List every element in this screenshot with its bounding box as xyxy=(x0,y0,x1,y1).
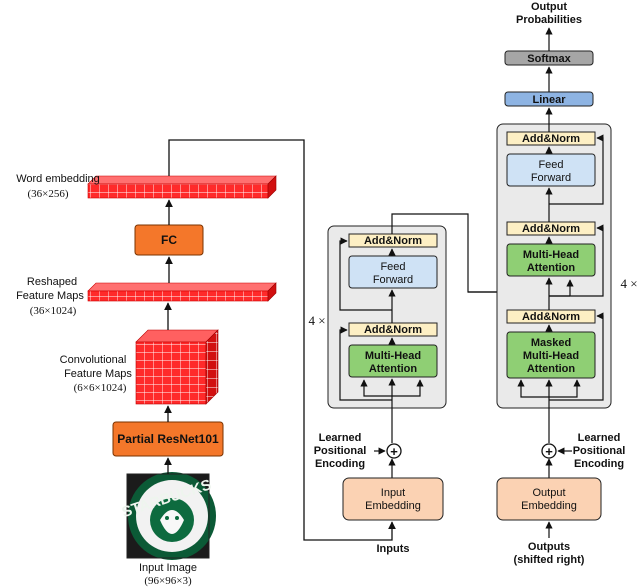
decoder-plus-node xyxy=(541,443,557,459)
decoder-addnorm-2-label: Add&Norm xyxy=(522,223,580,235)
decoder-repeat-label: 4 × xyxy=(620,276,637,291)
word-embedding-dim: (36×256) xyxy=(27,188,68,200)
encoder-mha-label-1: Multi-Head xyxy=(365,350,421,362)
decoder-pos-label-2: Positional xyxy=(573,445,626,457)
input-embedding-box xyxy=(342,477,444,521)
encoder-arrows xyxy=(339,213,536,478)
decoder-addnorm-3-label: Add&Norm xyxy=(522,311,580,323)
encoder-plus-node xyxy=(386,443,402,459)
left-column-arrows xyxy=(164,199,173,474)
conv-label-line2: Feature Maps xyxy=(64,368,132,380)
encoder-repeat-label: 4 × xyxy=(308,313,325,328)
encoder-addnorm-top xyxy=(348,233,438,248)
decoder-feed-label-1: Feed xyxy=(538,159,563,171)
output-probs-label-1: Output xyxy=(531,1,567,13)
conv-label-line1: Convolutional xyxy=(60,354,127,366)
reshaped-feature-maps-block xyxy=(87,282,277,302)
decoder-arrows xyxy=(517,27,604,478)
encoder-block xyxy=(327,225,447,409)
decoder-feed-forward xyxy=(506,153,596,187)
resnet-label: Partial ResNet101 xyxy=(117,432,219,446)
input-image-dim: (96×96×3) xyxy=(144,575,192,587)
encoder-addnorm-bottom-label: Add&Norm xyxy=(364,324,422,336)
decoder-masked-mha xyxy=(506,331,596,379)
encoder-feed-label-1: Feed xyxy=(380,261,405,273)
fc-label: FC xyxy=(161,233,177,247)
decoder-addnorm-2 xyxy=(506,221,596,236)
word-embedding-block xyxy=(87,175,277,199)
embedding-to-inputs-wire xyxy=(168,139,396,541)
encoder-mha xyxy=(348,344,438,378)
input-embedding-label-2: Embedding xyxy=(365,500,421,512)
encoder-addnorm-bottom xyxy=(348,322,438,337)
encoder-mha-label-2: Attention xyxy=(369,363,418,375)
conv-dim: (6×6×1024) xyxy=(74,382,127,394)
encoder-plus-sign: + xyxy=(390,444,398,459)
output-embedding-label-2: Embedding xyxy=(521,500,577,512)
decoder-pos-label-3: Encoding xyxy=(574,458,624,470)
decoder-plus-sign: + xyxy=(545,444,553,459)
softmax-label: Softmax xyxy=(527,53,571,65)
reshaped-label-line2: Feature Maps xyxy=(16,290,84,302)
decoder-pos-label-1: Learned xyxy=(578,432,621,444)
decoder-masked-label-3: Attention xyxy=(527,363,576,375)
input-image: STARBUCKS xyxy=(120,472,216,560)
decoder-addnorm-1 xyxy=(506,131,596,146)
output-embedding-label-1: Output xyxy=(532,487,565,499)
decoder-masked-label-1: Masked xyxy=(531,337,571,349)
encoder-pos-label-2: Positional xyxy=(314,445,367,457)
conv-feature-cube xyxy=(135,329,219,405)
decoder-addnorm-1-label: Add&Norm xyxy=(522,133,580,145)
reshaped-label-line1: Reshaped xyxy=(27,276,77,288)
decoder-addnorm-3 xyxy=(506,309,596,324)
outputs-label-1: Outputs xyxy=(528,541,570,553)
encoder-addnorm-top-label: Add&Norm xyxy=(364,235,422,247)
encoder-feed-label-2: Forward xyxy=(373,274,413,286)
output-probs-label-2: Probabilities xyxy=(516,14,582,26)
output-embedding-box xyxy=(496,477,602,521)
inputs-label: Inputs xyxy=(377,543,410,555)
decoder-feed-label-2: Forward xyxy=(531,172,571,184)
linear-label: Linear xyxy=(532,94,566,106)
encoder-feed-forward xyxy=(348,255,438,289)
input-image-label: Input Image xyxy=(139,562,197,574)
encoder-pos-label-1: Learned xyxy=(319,432,362,444)
input-embedding-label-1: Input xyxy=(381,487,405,499)
decoder-mha-label-2: Attention xyxy=(527,262,576,274)
decoder-masked-label-2: Multi-Head xyxy=(523,350,579,362)
decoder-mha-label-1: Multi-Head xyxy=(523,249,579,261)
decoder-mha xyxy=(506,243,596,277)
encoder-pos-label-3: Encoding xyxy=(315,458,365,470)
word-embedding-label: Word embedding xyxy=(16,173,100,185)
outputs-label-2: (shifted right) xyxy=(514,554,585,566)
reshaped-dim: (36×1024) xyxy=(30,305,77,317)
